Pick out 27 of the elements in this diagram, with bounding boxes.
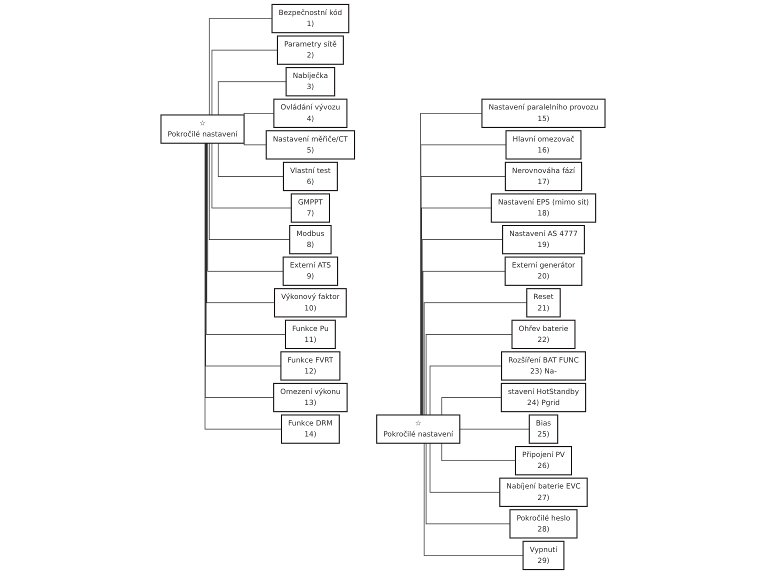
connector bbox=[212, 50, 278, 116]
connector bbox=[206, 142, 275, 304]
connector bbox=[244, 112, 274, 117]
connector bbox=[204, 142, 274, 398]
connector bbox=[204, 142, 282, 430]
connector bbox=[208, 18, 272, 116]
connector bbox=[422, 270, 506, 416]
connector bbox=[424, 442, 524, 556]
connector bbox=[430, 442, 500, 493]
connector bbox=[218, 142, 284, 177]
connector bbox=[426, 442, 510, 524]
connector bbox=[205, 142, 282, 366]
connector bbox=[424, 302, 528, 416]
connector bbox=[441, 397, 502, 416]
connector bbox=[426, 334, 512, 416]
connector bbox=[420, 112, 482, 416]
connector bbox=[212, 142, 292, 208]
connector bbox=[244, 141, 267, 146]
connector bbox=[218, 81, 286, 116]
connector bbox=[430, 366, 502, 416]
connector bbox=[208, 142, 290, 240]
connector bbox=[421, 208, 492, 416]
connector bbox=[206, 142, 286, 335]
connector bbox=[422, 239, 503, 416]
connector bbox=[459, 428, 530, 430]
connector bbox=[441, 442, 516, 462]
connector bbox=[207, 142, 284, 272]
